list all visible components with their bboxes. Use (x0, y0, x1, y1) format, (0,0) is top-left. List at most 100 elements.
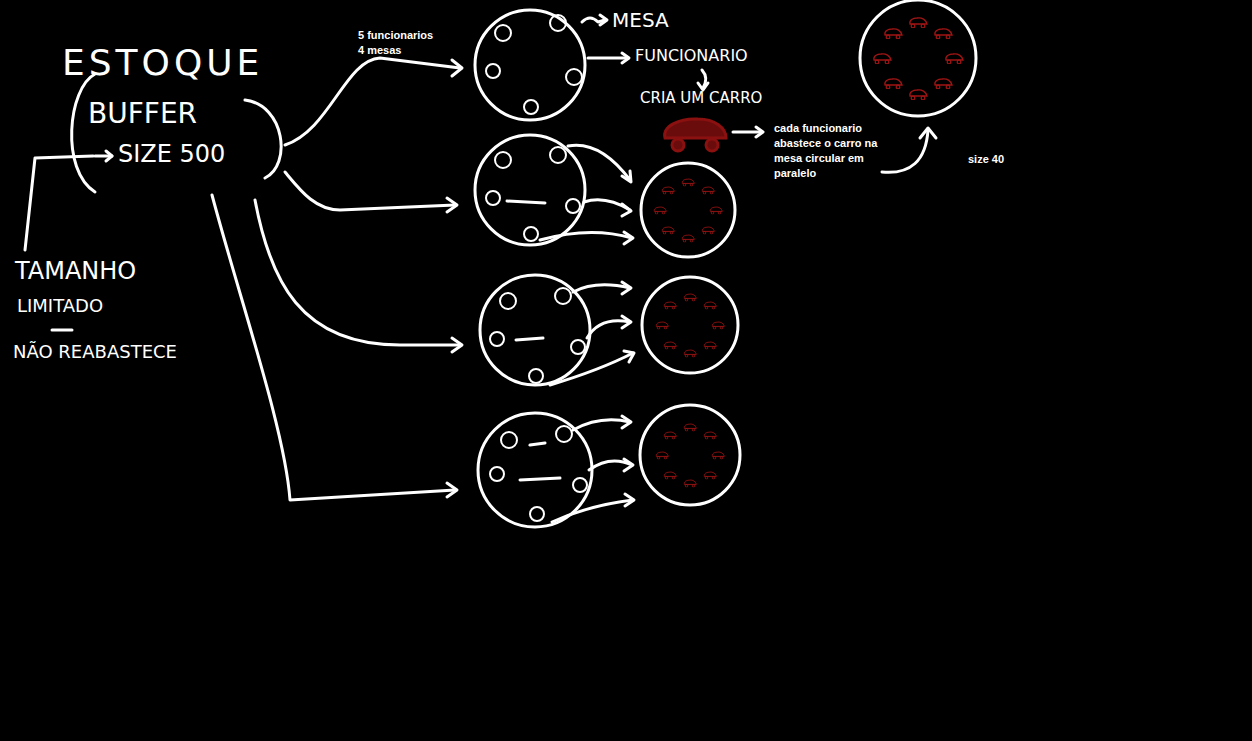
car-icon (684, 480, 696, 487)
note-label-wrap: NÃO REABASTECE (13, 342, 177, 363)
funcionario-circle (500, 293, 516, 309)
supply-arrow (540, 232, 632, 240)
note-label: NÃO REABASTECE (13, 342, 177, 363)
funcionario-circle (495, 152, 511, 168)
car-drawing (665, 119, 726, 151)
buffer-label-wrap: BUFFER (88, 98, 197, 130)
callout-label: MESA (612, 9, 669, 32)
callout-label-wrap: FUNCIONARIO (635, 47, 748, 65)
car-icon (702, 227, 714, 234)
funcionario-circle (490, 467, 504, 481)
car-icon (684, 294, 696, 301)
count-label: 5 funcionarios (358, 29, 433, 42)
car-body (665, 119, 726, 138)
funcionario-circle (495, 25, 511, 41)
heading-label-wrap: ESTOQUE (62, 42, 263, 83)
size-label: size 40 (968, 153, 1004, 166)
arrow-head (622, 282, 631, 294)
arrow-head (622, 53, 629, 63)
car-circle (642, 277, 738, 373)
car-icon (662, 227, 674, 234)
note-label-wrap: TAMANHO (15, 258, 136, 286)
dash (516, 338, 543, 340)
car-icon (656, 322, 668, 329)
funcionario-circle (530, 507, 544, 521)
car-icon (654, 207, 666, 214)
arrow-head (756, 127, 763, 137)
car-icon (910, 90, 927, 100)
note-label: TAMANHO (15, 258, 136, 286)
buffer-label: BUFFER (88, 98, 197, 130)
funcionario-circle (550, 147, 566, 163)
car-icon (702, 187, 714, 194)
callout-label: CRIA UM CARRO (640, 90, 762, 107)
car-icon (885, 29, 902, 39)
arrow-head (622, 204, 631, 216)
arrow-head (447, 483, 457, 497)
car-wheel (706, 139, 718, 151)
heading-label: ESTOQUE (62, 42, 263, 83)
car-icon (664, 302, 676, 309)
callout-arrow (733, 131, 762, 134)
size-label: SIZE 500 (118, 141, 225, 169)
callout-label-wrap: CRIA UM CARRO (640, 90, 762, 107)
flow-arrow (255, 200, 460, 345)
size-label-wrap: size 40 (968, 153, 1004, 166)
arrow-head (624, 459, 633, 471)
bracket (72, 74, 95, 192)
car-circle (640, 405, 740, 505)
car-icon (704, 342, 716, 349)
car-icon (684, 350, 696, 357)
supply-arrow (568, 145, 630, 180)
arrow-head (447, 198, 457, 212)
car-icon (712, 452, 724, 459)
car-icon (874, 54, 891, 64)
funcionario-circle (550, 15, 566, 31)
note-label-wrap: LIMITADO (17, 296, 103, 317)
supply-arrow (587, 321, 630, 338)
funcionario-circle (571, 340, 585, 354)
arrow-head (624, 232, 633, 244)
count-label-wrap: 4 mesas (358, 44, 401, 57)
car-icon (712, 322, 724, 329)
size-label-wrap: SIZE 500 (118, 141, 225, 169)
car-icon (946, 54, 963, 64)
car-icon (656, 452, 668, 459)
note-label: LIMITADO (17, 296, 103, 317)
car-icon (664, 432, 676, 439)
mesa-circle (475, 135, 585, 245)
arrow-head (622, 416, 631, 428)
count-label: 4 mesas (358, 44, 401, 57)
car-icon (662, 187, 674, 194)
supply-arrow (573, 285, 630, 292)
funcionario-circle (501, 432, 517, 448)
arrow-head (624, 351, 634, 362)
car-icon (935, 29, 952, 39)
arrow-head (622, 171, 631, 182)
dash (520, 478, 560, 480)
funcionario-circle (566, 199, 580, 213)
dash (530, 443, 545, 445)
flow-arrow (285, 58, 460, 145)
car-circle (641, 163, 735, 257)
funcionario-circle (566, 69, 582, 85)
funcionario-circle (486, 64, 500, 78)
arrow-head (452, 338, 462, 352)
car-icon (704, 432, 716, 439)
car-circle (860, 0, 976, 116)
car-icon (682, 179, 694, 186)
arrow-head (622, 316, 631, 328)
leader-line (25, 156, 93, 250)
dash (507, 201, 545, 203)
car-icon (704, 302, 716, 309)
bracket (245, 100, 281, 178)
car-icon (935, 79, 952, 89)
car-wheel (672, 139, 684, 151)
arrow-head (600, 15, 607, 25)
car-icon (704, 472, 716, 479)
car-icon (682, 235, 694, 242)
arrow-head (452, 60, 462, 76)
supply-arrow (552, 500, 633, 522)
count-label-wrap: 5 funcionarios (358, 29, 433, 42)
car-icon (664, 472, 676, 479)
